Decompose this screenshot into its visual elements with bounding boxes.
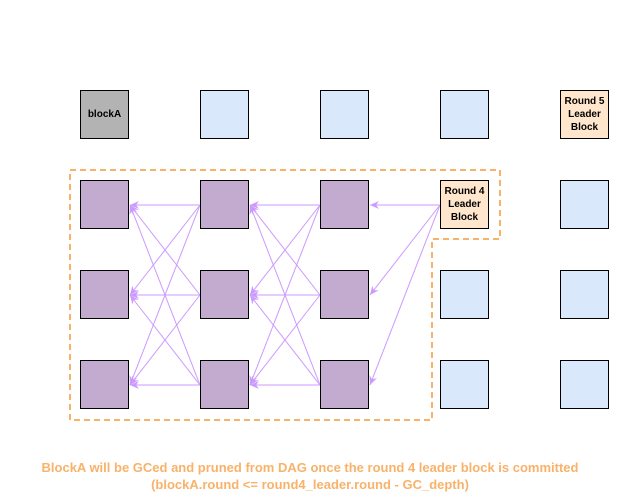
caption-line-1: BlockA will be GCed and pruned from DAG …: [41, 460, 579, 475]
dag-block: [440, 270, 489, 319]
dag-edge: [249, 204, 321, 386]
dag-edge: [249, 204, 321, 296]
dag-block: [440, 90, 489, 139]
dag-block: [560, 180, 609, 229]
leader-block: Round 4 Leader Block: [440, 180, 489, 229]
dag-block: [320, 270, 369, 319]
dag-block: [200, 360, 249, 409]
dag-block: [200, 90, 249, 139]
block-label: Round 4 Leader Block: [444, 186, 485, 223]
dag-block: [80, 360, 129, 409]
dag-edge: [369, 204, 441, 296]
dag-block: [560, 360, 609, 409]
block-blocka: blockA: [80, 90, 129, 139]
leader-block: Round 5 Leader Block: [560, 90, 609, 139]
dag-edge: [129, 204, 201, 386]
dag-block: [200, 270, 249, 319]
dag-edge: [129, 204, 201, 296]
caption-line-2: (blockA.round <= round4_leader.round - G…: [151, 477, 469, 492]
dag-edge: [369, 204, 441, 386]
gc-boundary: [69, 169, 501, 421]
dag-block: [560, 270, 609, 319]
block-label: Round 5 Leader Block: [564, 96, 605, 133]
dag-block: [320, 90, 369, 139]
dag-block: [320, 180, 369, 229]
dag-block: [200, 180, 249, 229]
dag-block: [80, 180, 129, 229]
dag-edge: [129, 294, 201, 386]
block-label: blockA: [87, 109, 122, 120]
edge-group: [129, 201, 441, 389]
dag-block: [320, 360, 369, 409]
dag-block: [80, 270, 129, 319]
dag-edge: [249, 294, 321, 386]
dag-block: [440, 360, 489, 409]
